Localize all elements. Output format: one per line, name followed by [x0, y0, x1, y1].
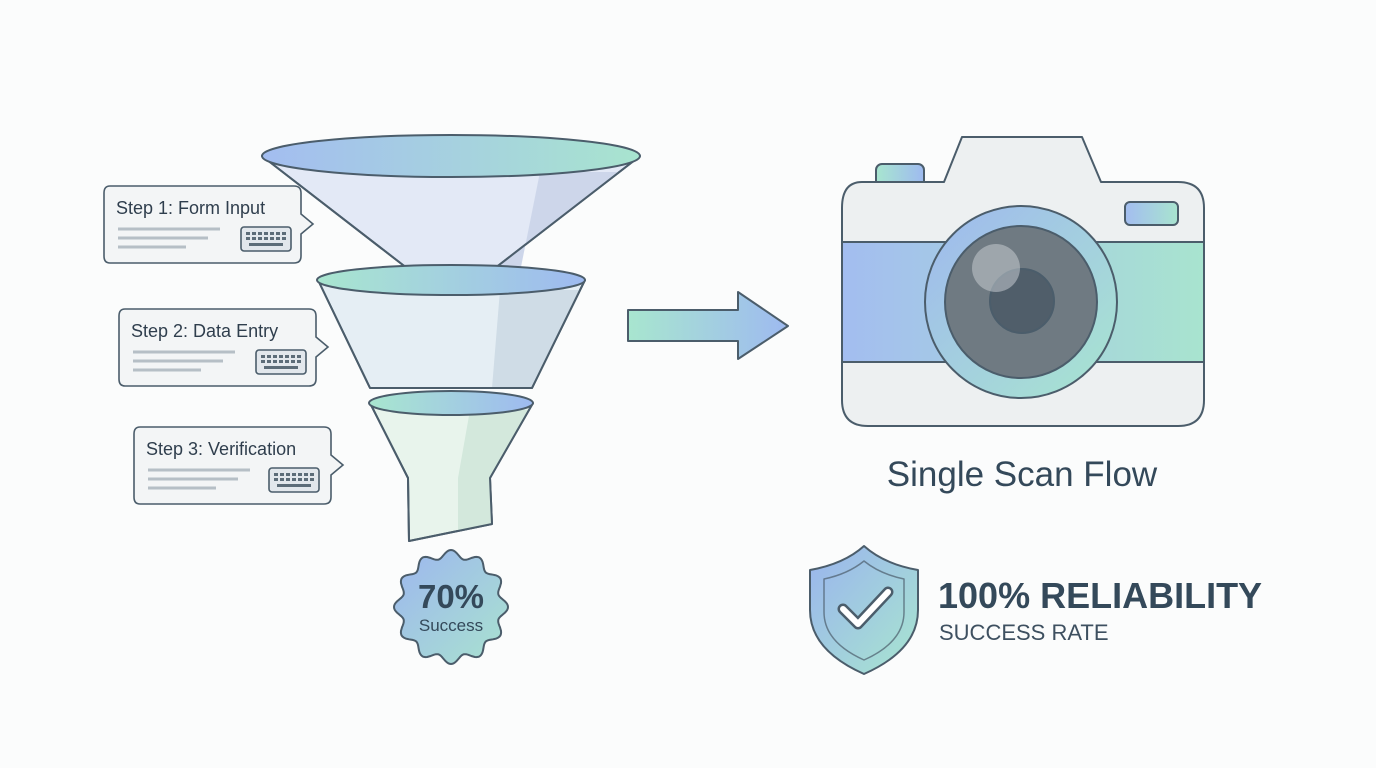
success-badge-label: Success [418, 616, 484, 635]
reliability-title: 100% RELIABILITY [938, 575, 1263, 616]
step-label: Step 3: Verification [146, 439, 297, 459]
keyboard-icon [255, 349, 307, 375]
scan-flow-title: Single Scan Flow [886, 455, 1158, 494]
step-label: Step 2: Data Entry [131, 321, 279, 341]
keyboard-icon [268, 467, 320, 493]
success-badge-value: 70% [417, 578, 485, 615]
camera-body [841, 136, 1205, 427]
step-callout-2: Step 2: Data Entry [118, 308, 330, 387]
step-callout-3: Step 3: Verification [133, 426, 345, 505]
funnel-tier-3 [368, 390, 534, 542]
step-callout-1: Step 1: Form Input [103, 185, 315, 264]
step-label: Step 1: Form Input [116, 198, 266, 218]
keyboard-icon [240, 226, 292, 252]
reliability-subtitle: SUCCESS RATE [939, 620, 1109, 645]
funnel-tier-2 [316, 264, 586, 389]
shield [809, 545, 919, 675]
funnel-tier-1 [261, 134, 641, 273]
funnel [261, 134, 641, 542]
success-badge [393, 549, 509, 665]
flow-arrow [627, 291, 789, 360]
